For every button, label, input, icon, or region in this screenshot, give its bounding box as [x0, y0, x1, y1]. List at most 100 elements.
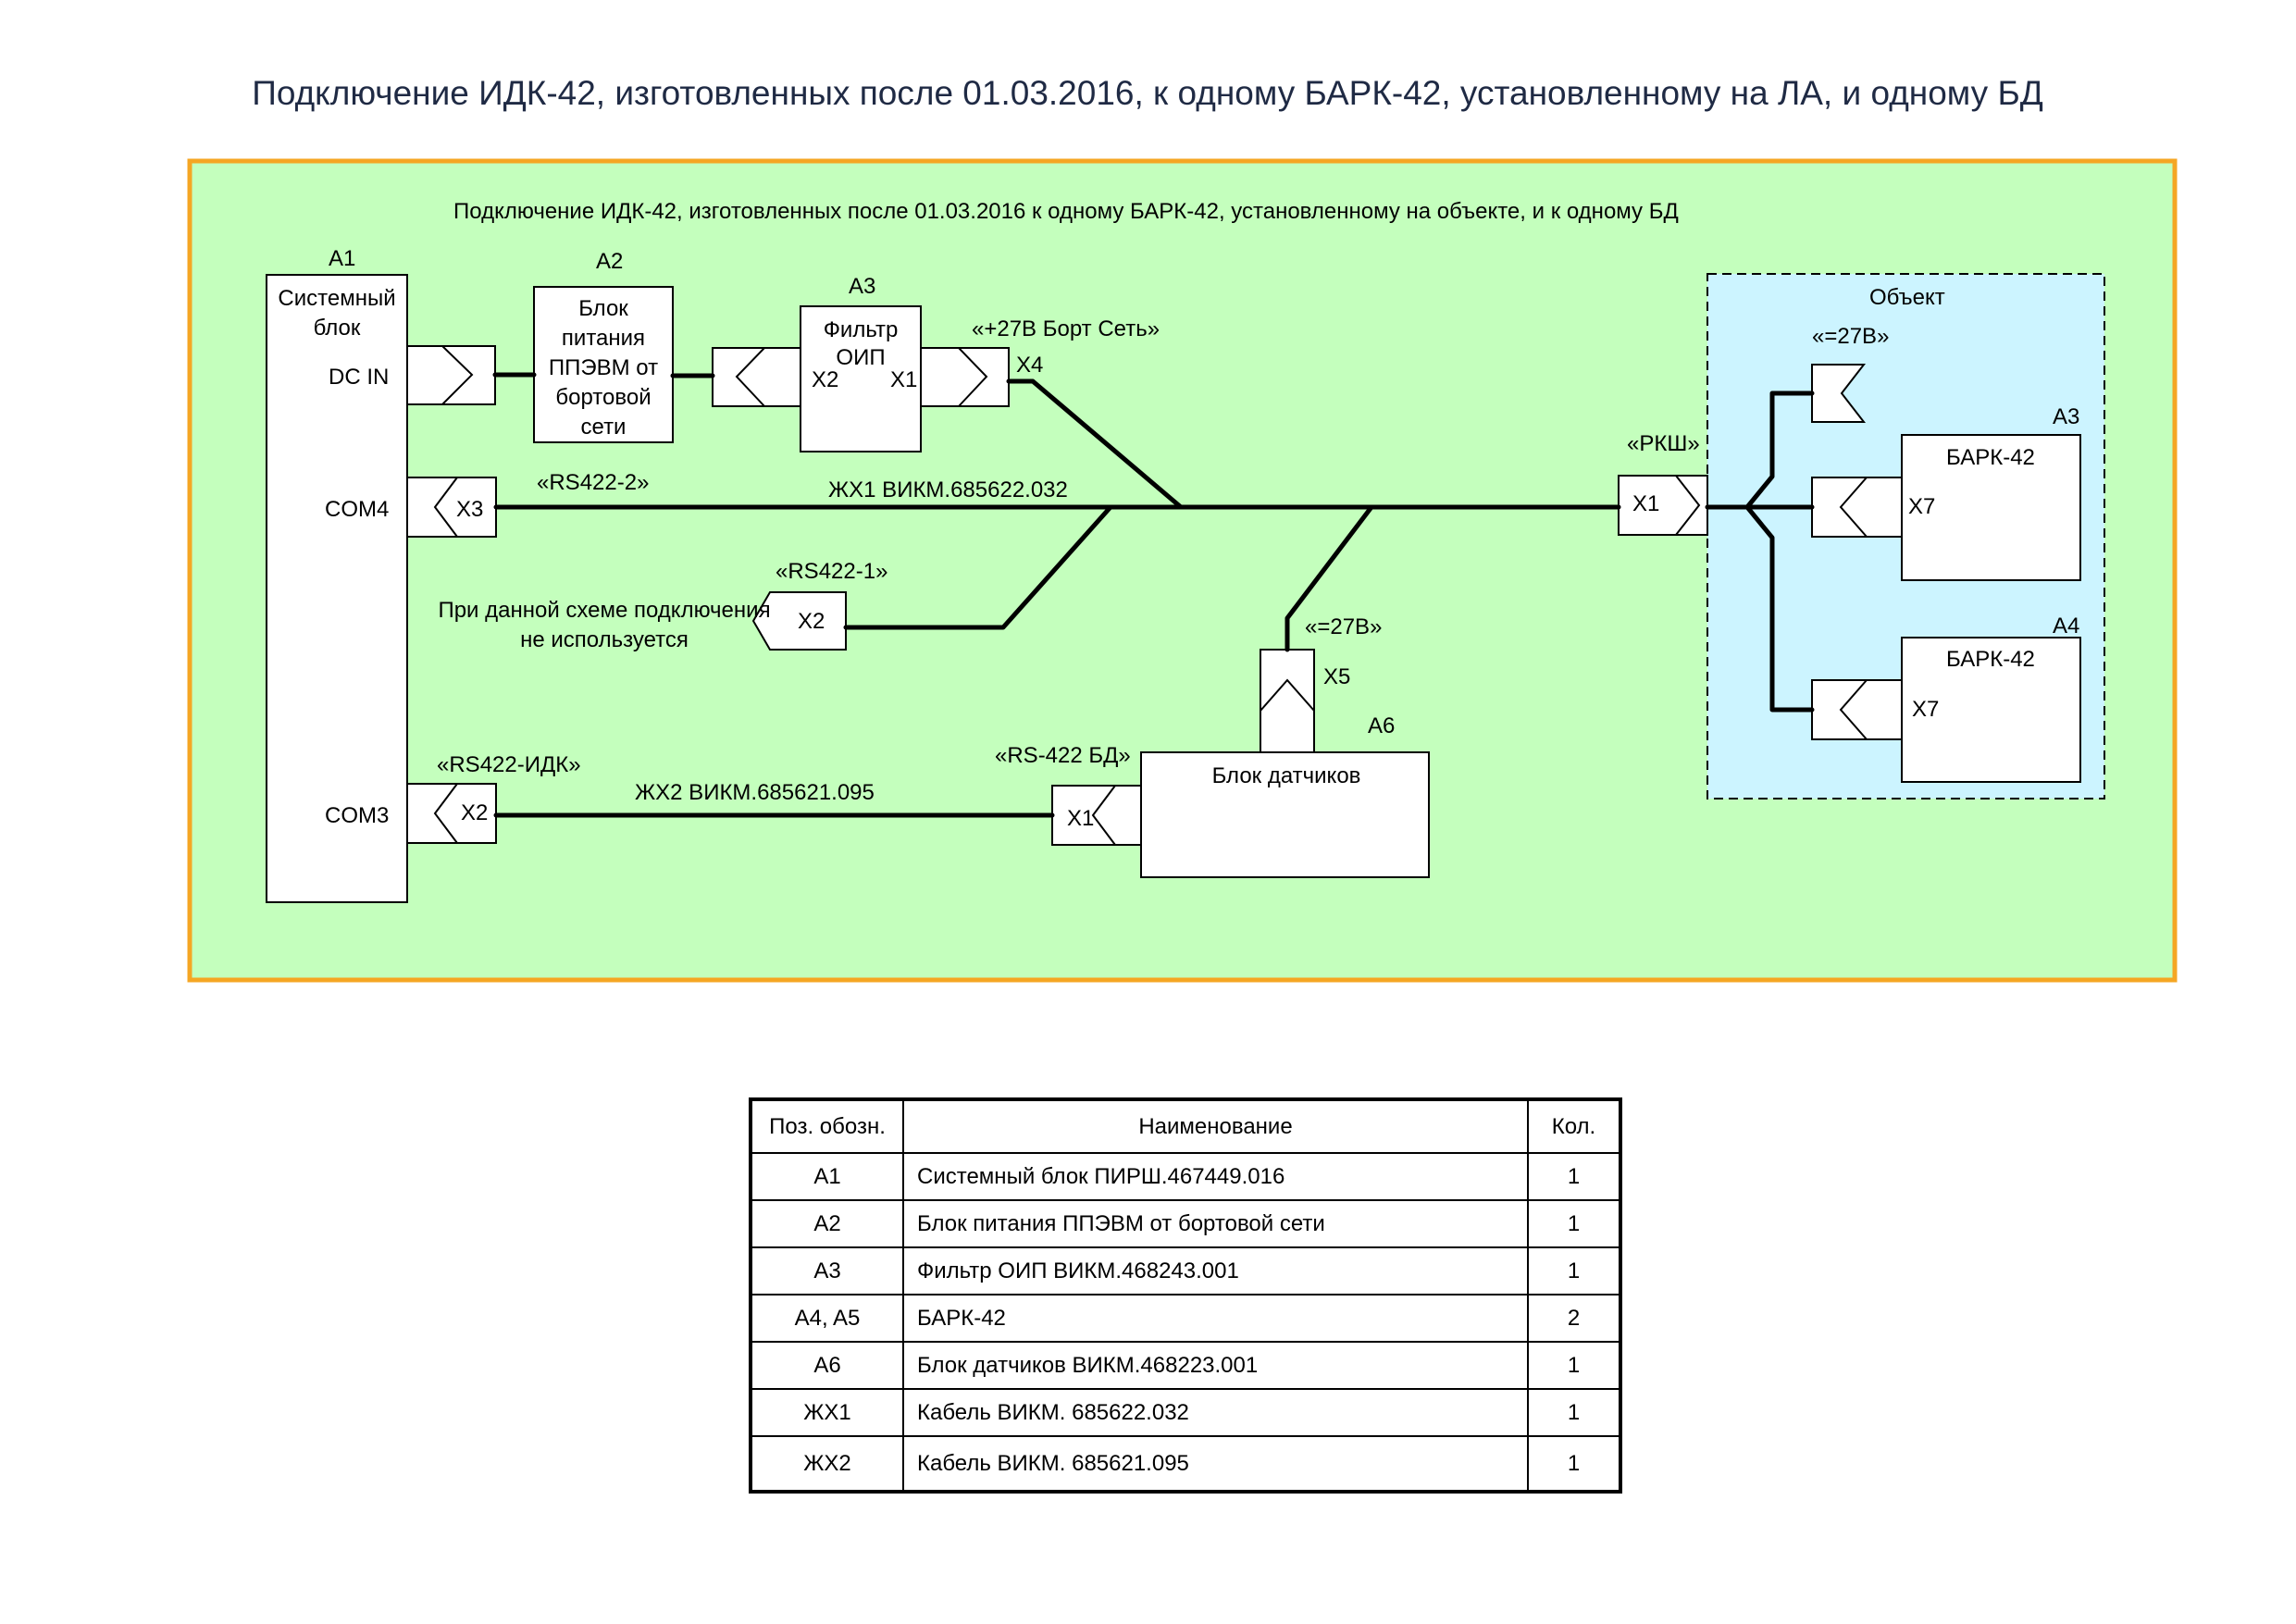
rs422-bd-label: «RS-422 БД» [995, 743, 1131, 768]
table-row: A3 Фильтр ОИП ВИКМ.468243.001 1 [750, 1246, 1621, 1295]
wire-fork-27v [1744, 391, 1815, 510]
cable1-label: ЖХ1 ВИКМ.685622.032 [828, 477, 1068, 502]
row-position: A1 [750, 1152, 904, 1201]
table-row: A6 Блок датчиков ВИКМ.468223.001 1 [750, 1341, 1621, 1390]
a3-pin-x2: X2 [812, 367, 838, 392]
row-qty: 1 [1527, 1152, 1621, 1201]
filter-right-connector [920, 347, 1010, 407]
a3-line2: ОИП [836, 345, 885, 370]
bark-a4-pin: X7 [1912, 697, 1939, 722]
bark-a4-connector [1811, 679, 1903, 740]
a3-filter [800, 305, 922, 452]
header-position: Поз. обозн. [750, 1098, 904, 1154]
unused-line2: не используется [520, 627, 689, 652]
x1-bd-label: X1 [1067, 806, 1094, 831]
a2-line2: питания [562, 326, 645, 351]
parts-table: Поз. обозн. Наименование Кол. A1 Системн… [749, 1097, 1622, 1494]
table-header-row: Поз. обозн. Наименование Кол. [750, 1098, 1621, 1154]
rs422-idk-label: «RS422-ИДК» [437, 752, 581, 777]
bark-a3-connector-mark [1839, 477, 1868, 538]
row-qty: 1 [1527, 1199, 1621, 1248]
row-name: Системный блок ПИРШ.467449.016 [902, 1152, 1529, 1201]
unused-line1: При данной схеме подключения [438, 598, 770, 623]
bark-a3-block [1901, 434, 2081, 581]
a2-line5: сети [581, 415, 627, 440]
x2-com3-label: X2 [461, 800, 488, 825]
v27-obj-connector [1811, 364, 1867, 423]
a2-line1: Блок [578, 296, 628, 321]
cable2-label: ЖХ2 ВИКМ.685621.095 [635, 780, 875, 805]
x5-label: X5 [1323, 664, 1350, 689]
row-position: A6 [750, 1341, 904, 1390]
table-row: A4, A5 БАРК-42 2 [750, 1294, 1621, 1343]
x1-bd-connector-mark [1091, 785, 1116, 846]
a1-port-dcin: DC IN [329, 365, 389, 390]
wire-rs422-1-branch [843, 504, 1113, 630]
a3-pin-x1: X1 [890, 367, 917, 392]
a2-power-supply [533, 286, 674, 443]
wire-x4-to-trunk [1006, 378, 1184, 510]
row-position: A2 [750, 1199, 904, 1248]
x4-label: X4 [1016, 353, 1043, 378]
filter-left-connector-mark [735, 347, 765, 407]
a3-line1: Фильтр [824, 317, 899, 342]
dcin-connector-mark [441, 345, 474, 405]
row-name: Кабель ВИКМ. 685622.032 [902, 1388, 1529, 1437]
v27-x5-label: «=27В» [1305, 614, 1382, 639]
row-position: ЖХ1 [750, 1388, 904, 1437]
x3-connector-mark [433, 477, 458, 538]
row-name: БАРК-42 [902, 1294, 1529, 1343]
v27-obj-label: «=27В» [1812, 324, 1889, 349]
bark-a3-pin: X7 [1908, 494, 1935, 519]
rs422-1-label: «RS422-1» [776, 559, 887, 584]
wire-fork-bark-a4 [1744, 504, 1815, 713]
bark-a4-name: БАРК-42 [1946, 647, 2035, 672]
a2-line3: ППЭВМ от [549, 355, 658, 380]
a2-line4: бортовой [555, 385, 651, 410]
row-name: Блок питания ППЭВМ от бортовой сети [902, 1199, 1529, 1248]
borts-label: «+27В Борт Сеть» [972, 316, 1160, 341]
x1-rksh-label: X1 [1632, 491, 1659, 516]
x2-com3-connector [406, 783, 497, 844]
table-row: ЖХ1 Кабель ВИКМ. 685622.032 1 [750, 1388, 1621, 1437]
bark-a3-ref: A3 [2053, 404, 2079, 429]
a1-port-com4: COM4 [325, 497, 389, 522]
x2-rs-connector [751, 591, 847, 651]
a2-ref: A2 [596, 249, 623, 274]
a6-name: Блок датчиков [1212, 763, 1361, 788]
a6-ref: A6 [1368, 713, 1395, 738]
a1-name-line1: Системный [278, 286, 395, 311]
row-qty: 1 [1527, 1388, 1621, 1437]
x1-rksh-connector-mark [1675, 475, 1701, 536]
bark-a4-connector-mark [1839, 679, 1868, 740]
table-row: A1 Системный блок ПИРШ.467449.016 1 [750, 1152, 1621, 1201]
a1-port-com3: COM3 [325, 803, 389, 828]
x5-connector-mark [1260, 678, 1315, 712]
table-row: A2 Блок питания ППЭВМ от бортовой сети 1 [750, 1199, 1621, 1248]
a1-system-block [266, 274, 408, 903]
row-name: Блок датчиков ВИКМ.468223.001 [902, 1341, 1529, 1390]
x1-bd-connector [1051, 785, 1142, 846]
row-qty: 1 [1527, 1341, 1621, 1390]
bark-a4-block [1901, 637, 2081, 783]
header-qty: Кол. [1527, 1098, 1621, 1154]
bark-a3-name: БАРК-42 [1946, 445, 2035, 470]
row-position: A3 [750, 1246, 904, 1295]
row-qty: 1 [1527, 1246, 1621, 1295]
a1-ref: A1 [329, 246, 355, 271]
rksh-label: «РКШ» [1627, 431, 1700, 456]
row-name: Фильтр ОИП ВИКМ.468243.001 [902, 1246, 1529, 1295]
x2-com3-connector-mark [433, 783, 458, 844]
row-position: A4, A5 [750, 1294, 904, 1343]
x3-label: X3 [456, 497, 483, 522]
table-row: ЖХ2 Кабель ВИКМ. 685621.095 1 [750, 1435, 1621, 1493]
a1-name-line2: блок [314, 316, 361, 341]
page-title: Подключение ИДК-42, изготовленных после … [252, 74, 2043, 112]
bark-a3-connector [1811, 477, 1903, 538]
object-label: Объект [1869, 285, 1945, 310]
row-qty: 2 [1527, 1294, 1621, 1343]
panel-subtitle: Подключение ИДК-42, изготовленных после … [453, 199, 1679, 224]
row-qty: 1 [1527, 1435, 1621, 1493]
row-position: ЖХ2 [750, 1435, 904, 1493]
